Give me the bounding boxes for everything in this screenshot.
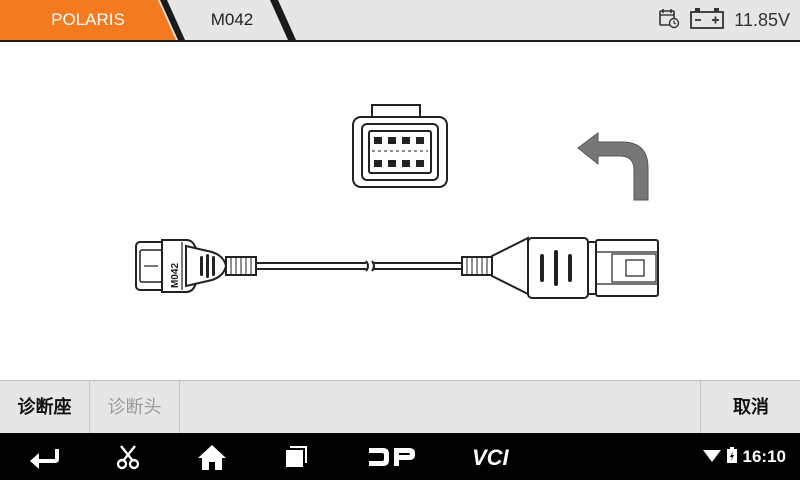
status-area: 11.85V [658,0,790,40]
insert-direction-arrow-icon [577,132,649,201]
scissors-icon[interactable] [106,433,150,480]
breadcrumb-home-label[interactable]: POLARIS [51,10,125,29]
battery-icon [690,7,725,33]
wifi-icon [702,447,721,466]
dp-icon[interactable] [360,433,424,480]
cable-label: M042 [170,263,181,288]
clock: 16:10 [742,446,786,466]
system-status: 16:10 [702,433,786,480]
calendar-clock-icon [658,7,680,33]
battery-charging-icon [726,446,737,467]
breadcrumb [0,0,296,40]
back-icon[interactable] [22,433,66,480]
diag-head-button[interactable]: 诊断头 [90,381,180,434]
vci-icon[interactable]: VCI [466,433,530,480]
breadcrumb-model-label[interactable]: M042 [210,10,254,29]
diag-socket-button[interactable]: 诊断座 [0,381,90,434]
vehicle-socket-illustration [352,104,448,188]
home-icon[interactable] [190,433,234,480]
connector-diagram: M042 [0,42,800,380]
action-bar: 诊断座 诊断头 取消 [0,380,800,434]
diagnostic-cable-illustration [135,236,659,299]
recent-apps-icon[interactable] [274,433,318,480]
system-nav-bar: VCI 16:10 [0,433,800,480]
breadcrumb-home-tab[interactable] [0,0,176,40]
svg-text:VCI: VCI [472,446,510,468]
cancel-button[interactable]: 取消 [700,381,800,434]
top-bar: POLARIS M042 11.85V [0,0,800,40]
top-bar-divider [0,40,800,42]
voltage-value: 11.85V [734,9,790,30]
